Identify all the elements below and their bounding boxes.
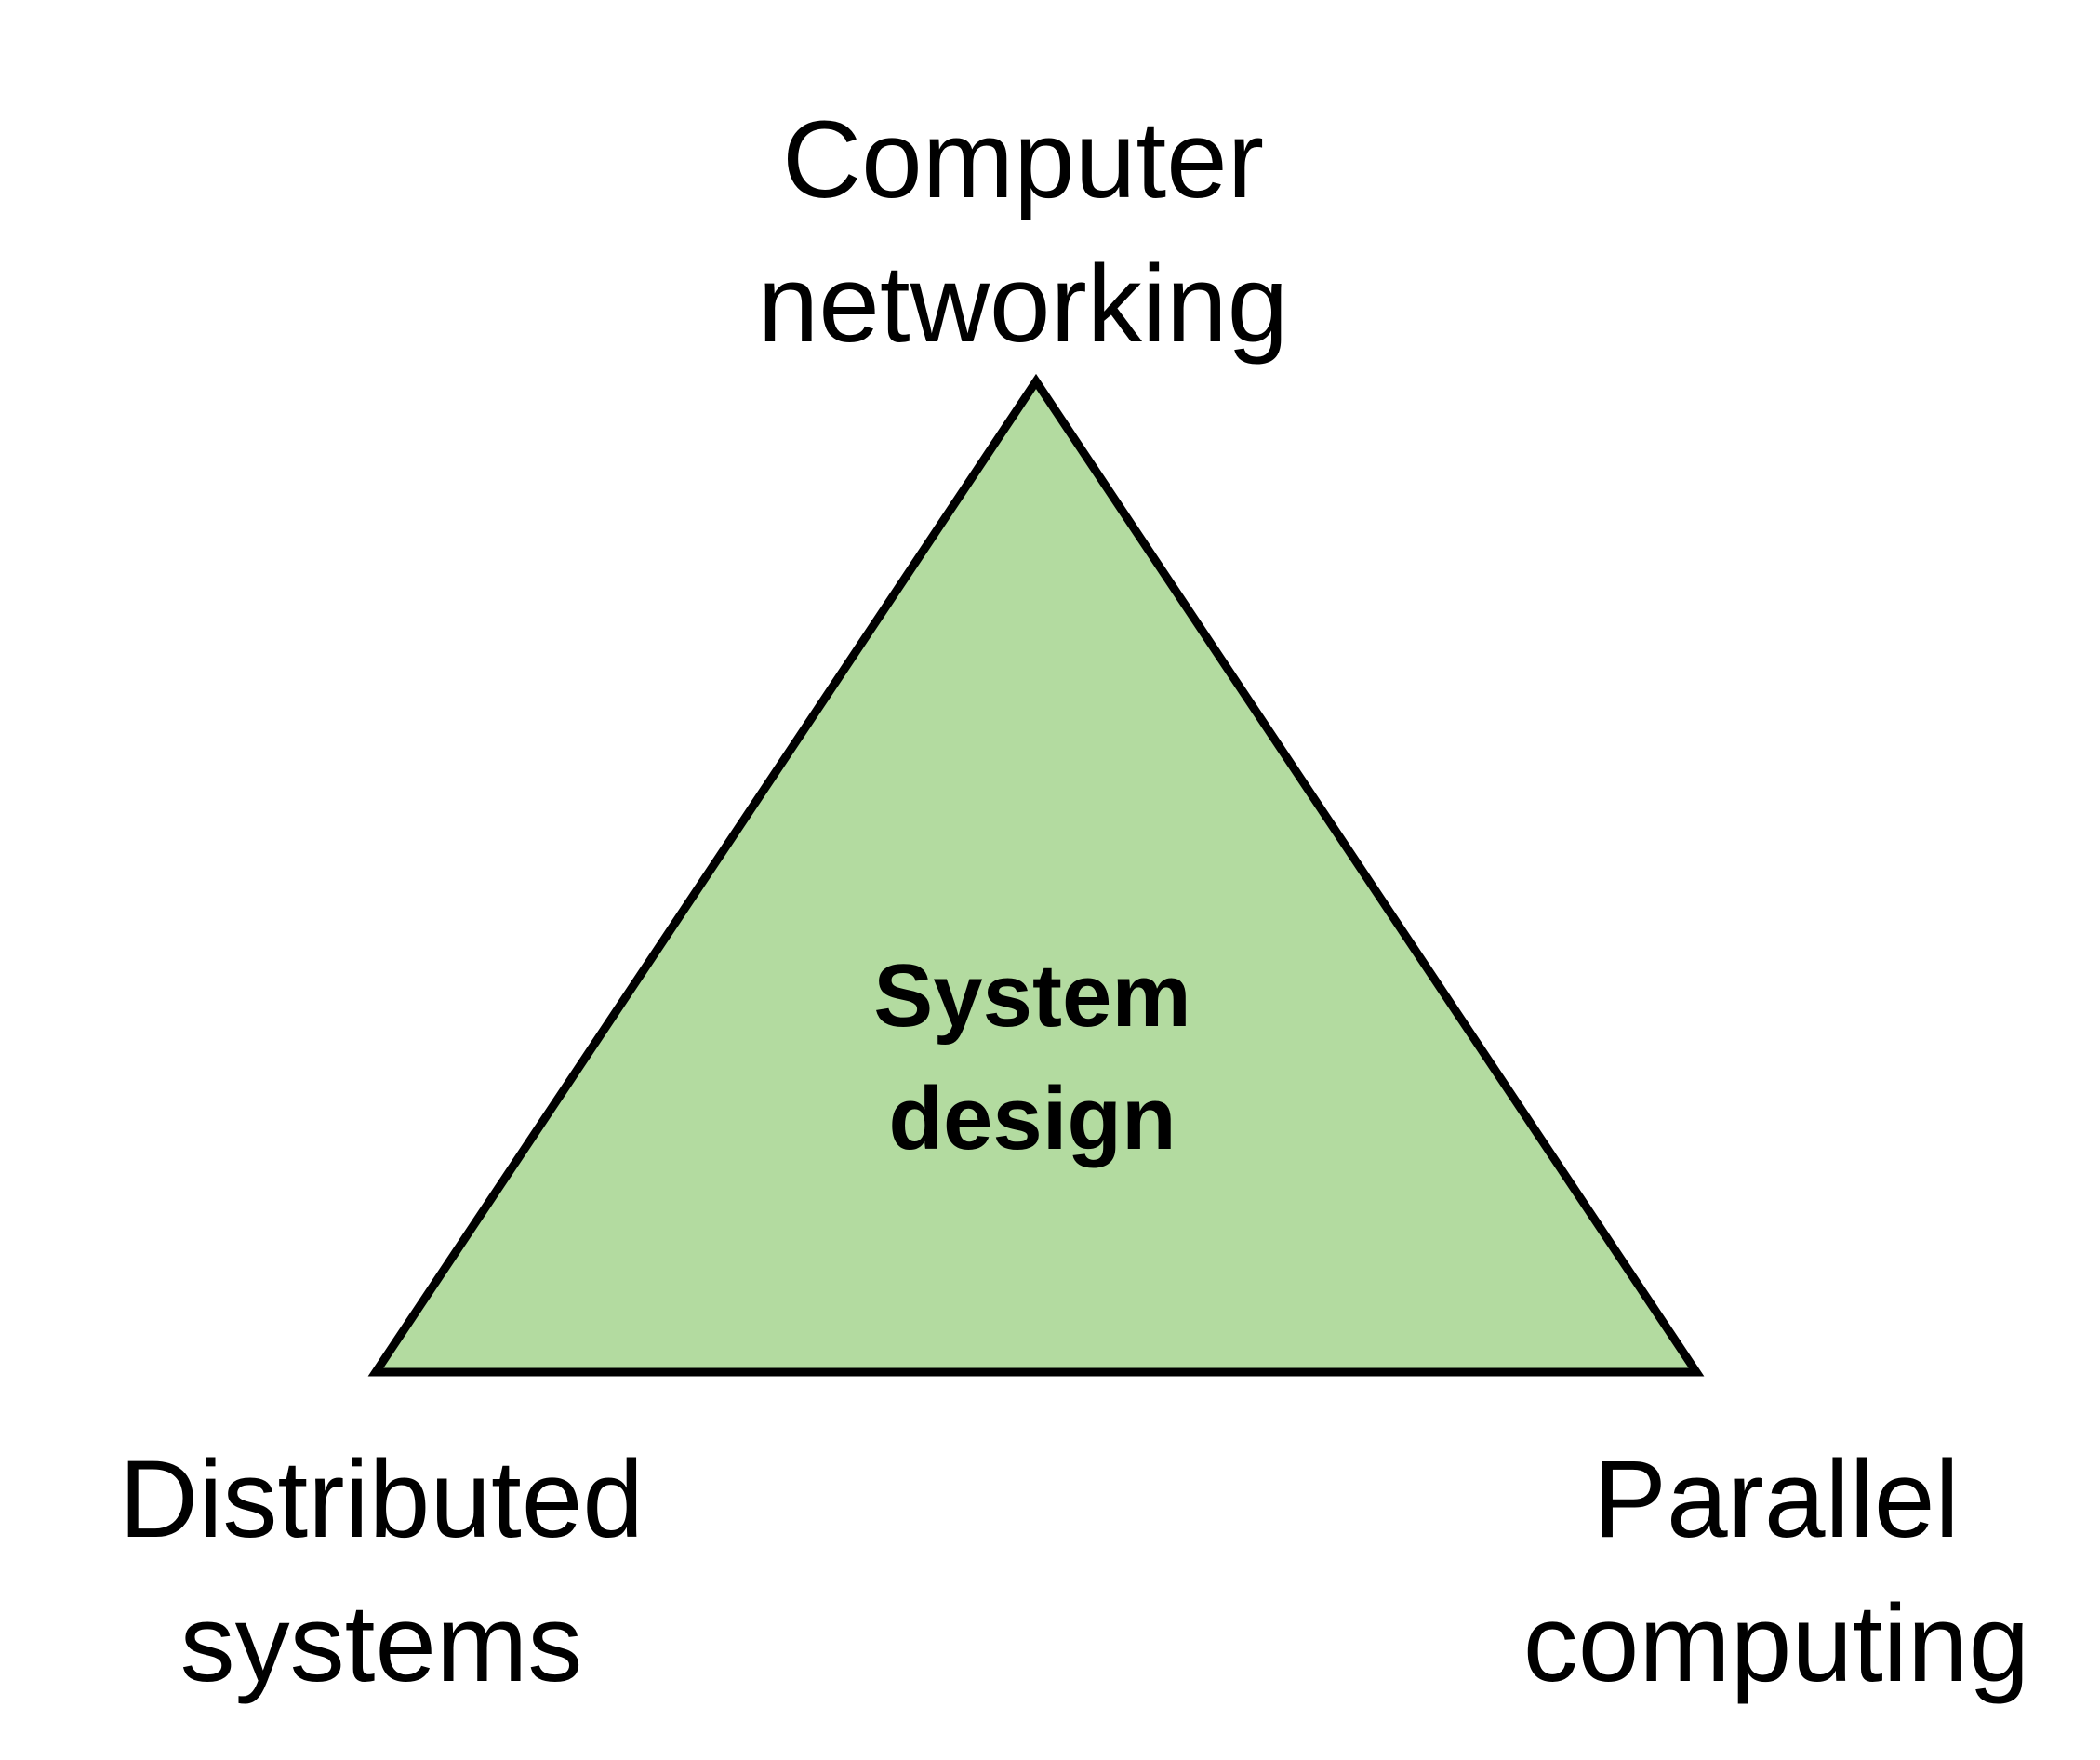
- system-design-label: System design: [730, 935, 1335, 1180]
- system-design-triangle: [367, 373, 1705, 1377]
- parallel-computing-label-line-2: computing: [1522, 1582, 2030, 1705]
- parallel-computing-label-line-1: Parallel: [1593, 1438, 1960, 1561]
- distributed-systems-label-line-2: systems: [179, 1582, 583, 1705]
- distributed-systems-label-line-1: Distributed: [118, 1438, 644, 1561]
- computer-networking-label: Computer networking: [605, 88, 1442, 377]
- parallel-computing-label: Parallel computing: [1423, 1428, 2100, 1716]
- computer-networking-label-line-2: networking: [757, 243, 1289, 366]
- system-design-label-line-1: System: [873, 946, 1191, 1046]
- computer-networking-label-line-1: Computer: [781, 99, 1265, 221]
- system-design-label-line-2: design: [888, 1069, 1176, 1168]
- distributed-systems-label: Distributed systems: [37, 1428, 725, 1716]
